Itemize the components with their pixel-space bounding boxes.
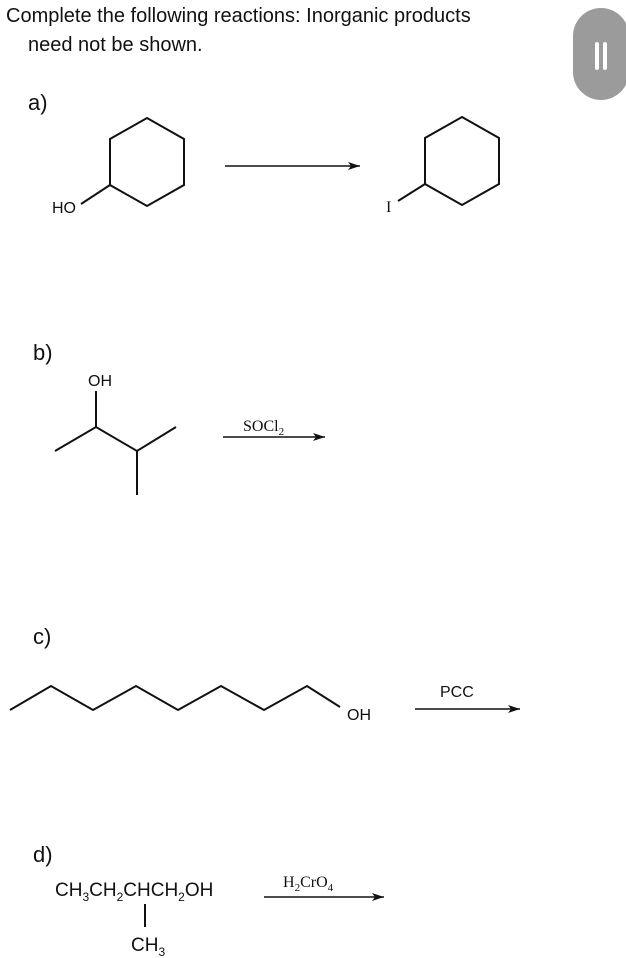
part-a-iodo-label: I [386,199,391,216]
instructions-line-1: Complete the following reactions: Inorga… [6,5,471,27]
part-a-product-iodocyclohexane: I [386,115,500,216]
part-a-label: a) [28,90,48,115]
part-c-label: c) [33,624,52,649]
part-a-hydroxyl-label: HO [52,200,76,217]
part-c-reagent: PCC [440,684,474,701]
part-b-reactant: OH [54,373,177,495]
part-c-hydroxyl-label: OH [347,707,371,724]
part-c-reactant: OH [9,684,371,724]
part-b-label: b) [33,340,53,365]
part-a-reactant-cyclohexanol: HO [52,116,185,217]
part-b-reagent: SOCl2 [243,418,284,438]
part-d-reagent: H2CrO4 [283,874,334,894]
grip-bar-right [603,42,607,70]
part-b-hydroxyl-label: OH [88,373,112,390]
instructions-line-2: need not be shown. [28,34,203,56]
part-d-formula: CH3CH2CHCH2OH [55,880,213,904]
grip-bar-left [595,42,599,70]
grip-handle-icon[interactable] [573,8,626,100]
part-d-label: d) [33,842,53,867]
part-d-branch: CH3 [131,935,165,958]
